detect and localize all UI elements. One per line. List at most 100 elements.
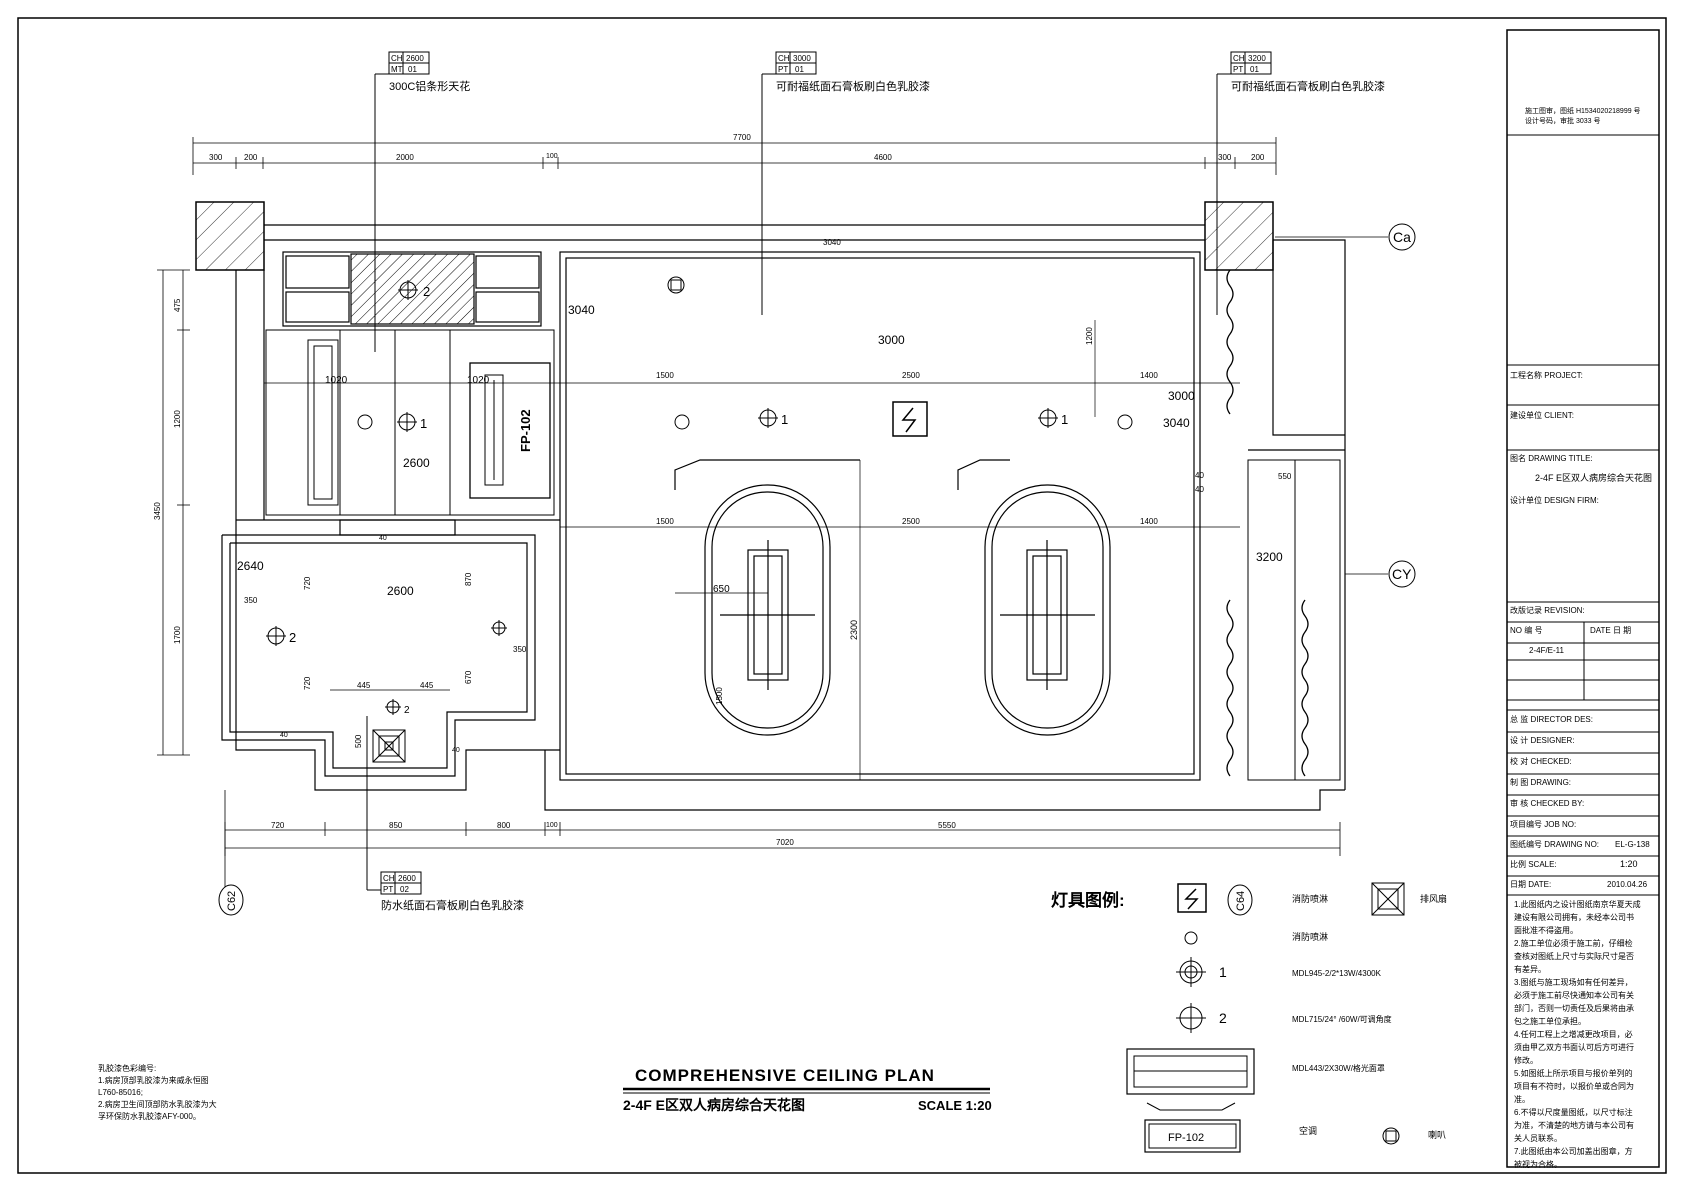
callout-bottom-code-value: 02 bbox=[400, 885, 409, 894]
tb-designer-label: 设 计 DESIGNER: bbox=[1510, 736, 1575, 745]
dim-interior-1500: 1500 bbox=[715, 687, 724, 705]
left-dimension-texts: 3450 475 1200 1700 bbox=[153, 298, 182, 644]
lamp-label-6: 2 bbox=[404, 705, 410, 716]
dim-top-seg-5: 4600 bbox=[874, 153, 892, 162]
exhaust-fan bbox=[372, 729, 406, 763]
note-line: 部门，否则一切责任及后果将由承 bbox=[1514, 1004, 1634, 1013]
title-block bbox=[1506, 29, 1660, 1168]
note-line: 须由甲乙双方书面认可后方可进行 bbox=[1514, 1043, 1634, 1052]
callout-bottom-desc: 防水纸面石膏板刷白色乳胶漆 bbox=[381, 898, 524, 912]
legend-item-1: 消防喷淋 bbox=[1292, 893, 1328, 904]
callout-right-code: PT bbox=[1233, 65, 1243, 74]
paint-note-line: L760-85016; bbox=[98, 1088, 143, 1097]
dim-top-seg-2: 200 bbox=[244, 153, 258, 162]
callout-left-code: MT bbox=[391, 65, 403, 74]
dim-interior-650: 650 bbox=[713, 584, 730, 595]
callout-right: CH 3200 PT 01 可耐福纸面石膏板刷白色乳胶漆 bbox=[1216, 51, 1385, 315]
legend-num-1: 1 bbox=[1219, 964, 1227, 980]
tb-director-label: 总 监 DIRECTOR DES: bbox=[1510, 715, 1593, 724]
dim-top-seg-6: 300 bbox=[1218, 153, 1232, 162]
grid-label-ca: Ca bbox=[1393, 229, 1411, 245]
dim-interior-350b: 350 bbox=[513, 645, 527, 654]
callout-middle-ch-value: 3000 bbox=[793, 54, 811, 63]
light-labels: 2 1 1 1 2 2 bbox=[289, 284, 1068, 716]
paint-note-line: 孚环保防水乳胶漆AFY-000。 bbox=[98, 1112, 201, 1121]
legend-heading: 灯具图例: bbox=[1051, 890, 1125, 910]
height-3200: 3200 bbox=[1256, 550, 1283, 564]
dim-interior-550: 550 bbox=[1278, 472, 1292, 481]
lamp-label-3: 1 bbox=[781, 412, 788, 427]
dim-interior-2300: 2300 bbox=[849, 620, 859, 640]
lamp-label-4: 1 bbox=[1061, 412, 1068, 427]
callout-bottom: CH 2600 PT 02 防水纸面石膏板刷白色乳胶漆 bbox=[366, 716, 524, 912]
strip-ceiling-area bbox=[265, 329, 555, 516]
dim-top-seg-4: 100 bbox=[546, 153, 558, 160]
note-line: 2.施工单位必须于施工前，仔细检 bbox=[1514, 939, 1633, 948]
dim-left-total: 3450 bbox=[153, 502, 162, 520]
dim-row2-1: 1500 bbox=[656, 517, 674, 526]
tb-client-label: 建设单位 CLIENT: bbox=[1510, 411, 1575, 420]
tb-revision-label: 改版记录 REVISION: bbox=[1510, 606, 1585, 615]
tb-rev-date-label: DATE 日 期 bbox=[1590, 626, 1632, 635]
note-line: 包之施工单位承担。 bbox=[1514, 1017, 1586, 1026]
bed-light-troughs bbox=[704, 484, 1111, 736]
note-line: 4.任何工程上之增减更改项目，必 bbox=[1514, 1030, 1633, 1039]
note-line: 有差异。 bbox=[1514, 965, 1546, 974]
callout-right-ch: CH bbox=[1233, 54, 1245, 63]
dim-row1-1: 1500 bbox=[656, 371, 674, 380]
tb-project-label: 工程名称 PROJECT: bbox=[1510, 371, 1583, 380]
tb-date-value: 2010.04.26 bbox=[1607, 880, 1648, 889]
note-line: 必须于施工前尽快通知本公司有关 bbox=[1514, 991, 1634, 1000]
dim-interior-40d: 40 bbox=[280, 732, 288, 739]
callout-left-ch: CH bbox=[391, 54, 403, 63]
dim-interior-720b: 720 bbox=[303, 676, 312, 690]
callout-bottom-code: PT bbox=[383, 885, 393, 894]
note-line: 修改。 bbox=[1514, 1056, 1538, 1065]
legend-num-2: 2 bbox=[1219, 1010, 1227, 1026]
dim-bottom-seg-2: 850 bbox=[389, 821, 403, 830]
callout-middle: CH 3000 PT 01 可耐福纸面石膏板刷白色乳胶漆 bbox=[761, 51, 930, 315]
note-line: 5.如图纸上所示项目与报价单列的 bbox=[1514, 1069, 1633, 1078]
walls bbox=[235, 224, 1346, 811]
tb-job-label: 项目编号 JOB NO: bbox=[1510, 820, 1577, 829]
curtain-area bbox=[1226, 269, 1341, 781]
callout-right-code-value: 01 bbox=[1250, 65, 1259, 74]
legend-item-5: MDL715/24° /60W/可调角度 bbox=[1292, 1014, 1392, 1024]
grid-label-c64: C64 bbox=[1235, 891, 1247, 911]
dim-bottom-total: 7020 bbox=[776, 838, 794, 847]
note-line: 准。 bbox=[1514, 1095, 1530, 1104]
note-line: 被视为合格。 bbox=[1514, 1160, 1562, 1169]
bottom-dimension-texts: 720 850 800 100 5550 7020 bbox=[271, 821, 956, 847]
dim-interior-40c: 40 bbox=[379, 535, 387, 542]
dim-interior-1020b: 1020 bbox=[467, 375, 490, 386]
height-2600-a: 2600 bbox=[403, 456, 430, 470]
paint-notes: 乳胶漆色彩编号: 1.病房顶部乳胶漆为来威永恒图 L760-85016; 2.病… bbox=[98, 1063, 278, 1123]
bottom-dimensions bbox=[224, 822, 1341, 856]
lamp-label-1: 2 bbox=[423, 284, 430, 299]
dim-row2-3: 1400 bbox=[1140, 517, 1158, 526]
bathroom bbox=[221, 519, 536, 777]
tb-approval-1: 施工图审，图纸 H1534020218999 号 bbox=[1525, 108, 1641, 115]
note-line: 为准，不清楚的地方请与本公司有 bbox=[1514, 1121, 1634, 1130]
note-line: 建设有限公司拥有，未经本公司书 bbox=[1514, 913, 1634, 922]
toilet-top-fixtures bbox=[282, 251, 542, 327]
dim-interior-445a: 445 bbox=[357, 681, 371, 690]
callout-middle-ch: CH bbox=[778, 54, 790, 63]
tb-approval-2: 设计号码，审批 3033 号 bbox=[1525, 118, 1601, 125]
paint-note-line: 1.病房顶部乳胶漆为来威永恒图 bbox=[98, 1076, 209, 1085]
note-line: 1.此图纸内之设计图纸南京华夏天成 bbox=[1514, 900, 1641, 909]
dim-interior-670: 670 bbox=[464, 670, 473, 684]
left-dimensions bbox=[157, 269, 190, 756]
dim-left-seg-1: 475 bbox=[173, 298, 182, 312]
dim-top-seg-7: 200 bbox=[1251, 153, 1265, 162]
drawing-title-en: COMPREHENSIVE CEILING PLAN bbox=[635, 1066, 935, 1085]
height-3040-c: 3040 bbox=[1163, 416, 1190, 430]
legend-item-3: 消防喷淋 bbox=[1292, 931, 1328, 942]
height-2640: 2640 bbox=[237, 559, 264, 573]
title-block-notes: 1.此图纸内之设计图纸南京华夏天成 建设有限公司拥有，未经本公司书 面批准不得盗… bbox=[1514, 898, 1676, 1171]
legend-item-8: 喇叭 bbox=[1428, 1129, 1446, 1140]
legend-item-2: 排风扇 bbox=[1420, 893, 1447, 904]
tb-drawing-title-value: 2-4F E区双人病房综合天花图 bbox=[1535, 473, 1653, 483]
tb-rev-no-value: 2-4F/E-11 bbox=[1529, 646, 1564, 655]
paint-note-line: 2.病房卫生间顶部防水乳胶漆为大 bbox=[98, 1100, 217, 1109]
